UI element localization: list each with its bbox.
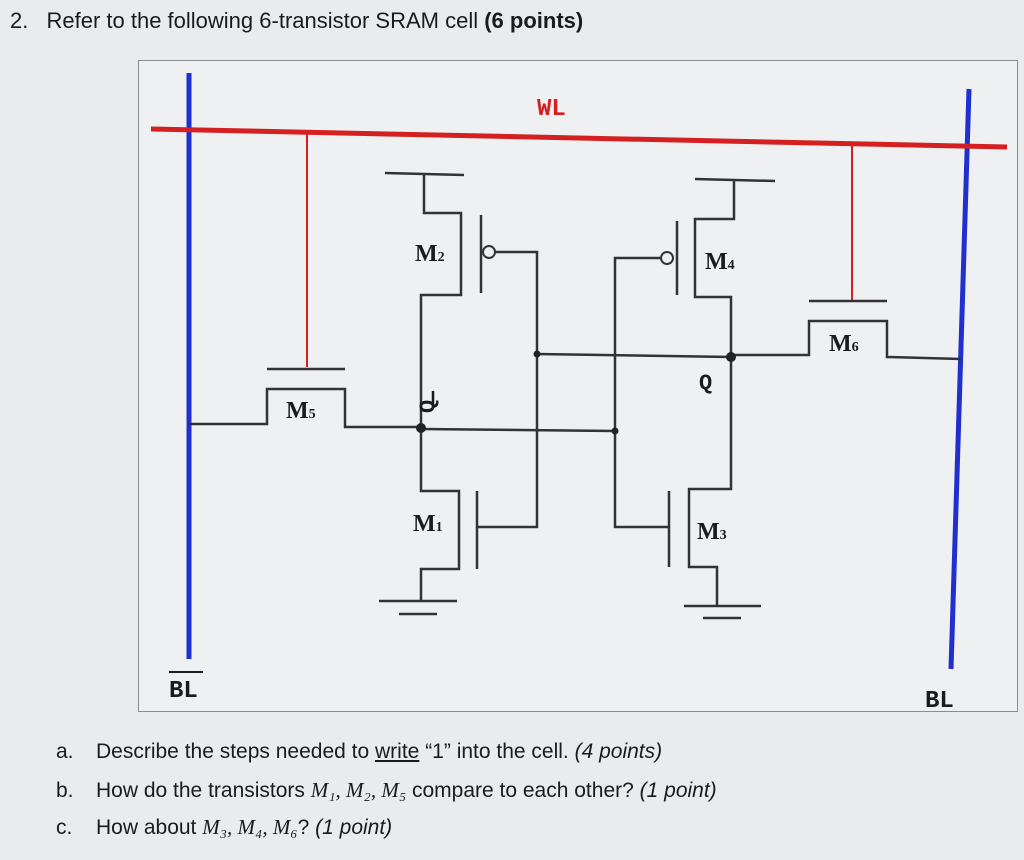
junction-dot: [611, 427, 619, 435]
m6-channel: [731, 319, 962, 361]
bit-line-bar-label: BL: [169, 678, 198, 705]
question-number: 2.: [10, 8, 29, 33]
word-line-wire: [150, 126, 1008, 150]
sram-cell-figure: WL BL BL Q Q M2 M4 M1 M3 M5 M6: [138, 60, 1018, 712]
qbar-node-dot: [416, 423, 426, 433]
word-line-label: WL: [537, 96, 566, 123]
q-node-dot: [726, 352, 736, 362]
junction-dot: [533, 350, 541, 358]
m4-pmos-bubble: [660, 251, 674, 265]
bit-line-label: BL: [925, 688, 954, 711]
qbar-cross-wire: [420, 427, 616, 433]
question-prompt: Refer to the following 6-transistor SRAM…: [46, 8, 479, 33]
inverter1-gate-wire: [477, 250, 539, 529]
sub-question-a: a.Describe the steps needed to write “1”…: [56, 740, 663, 763]
m2-pmos-bubble: [482, 245, 496, 259]
node-q-bar-label: Q: [416, 400, 441, 413]
m2-label: M2: [415, 241, 445, 267]
inverter2-gate-wire: [613, 256, 669, 529]
m5-channel: [189, 387, 421, 429]
question-header: 2. Refer to the following 6-transistor S…: [10, 8, 583, 34]
m6-label: M6: [829, 331, 859, 357]
sub-question-c: c.How about M₃, M₄, M₆? (1 point): [56, 815, 393, 839]
node-q-label: Q: [699, 371, 712, 396]
sub-question-b: b.How do the transistors M₁, M₂, M₅ comp…: [56, 778, 717, 802]
m5-label: M5: [286, 398, 316, 424]
bit-line-wire: [948, 88, 972, 670]
question-points: (6 points): [484, 8, 584, 33]
m4-label: M4: [705, 249, 735, 275]
q-cross-wire: [536, 352, 732, 359]
m1-label: M1: [413, 511, 443, 537]
sram-schematic: WL BL BL Q Q M2 M4 M1 M3 M5 M6: [150, 73, 1008, 711]
m3-label: M3: [697, 519, 727, 545]
